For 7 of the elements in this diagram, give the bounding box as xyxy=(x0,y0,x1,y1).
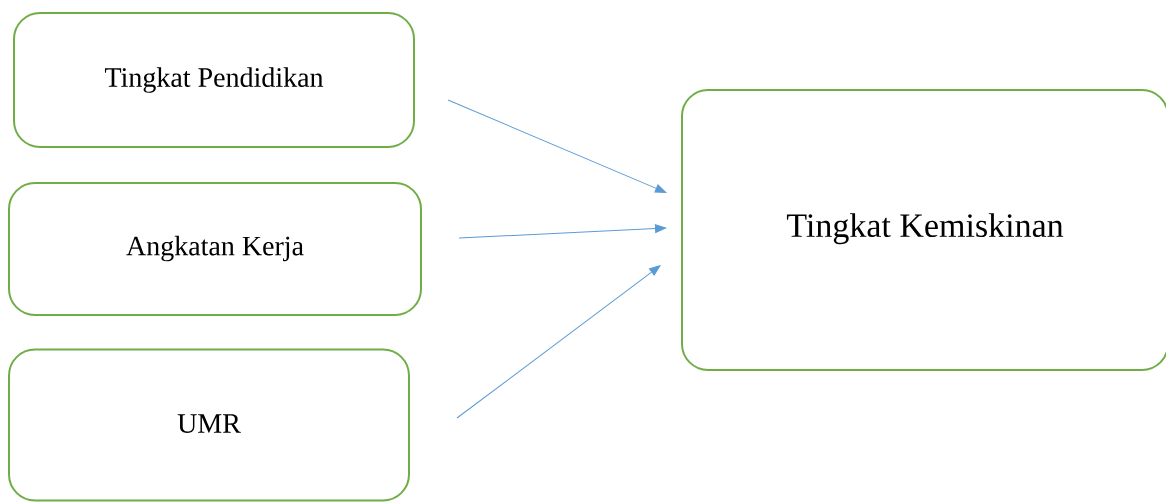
process-box: Tingkat Kemiskinan xyxy=(681,89,1166,371)
arrow xyxy=(447,99,667,193)
process-box: Tingkat Pendidikan xyxy=(13,12,415,148)
arrow xyxy=(456,265,661,419)
process-box: UMR xyxy=(8,348,410,502)
arrow xyxy=(458,224,667,239)
process-box: Angkatan Kerja xyxy=(8,182,422,316)
